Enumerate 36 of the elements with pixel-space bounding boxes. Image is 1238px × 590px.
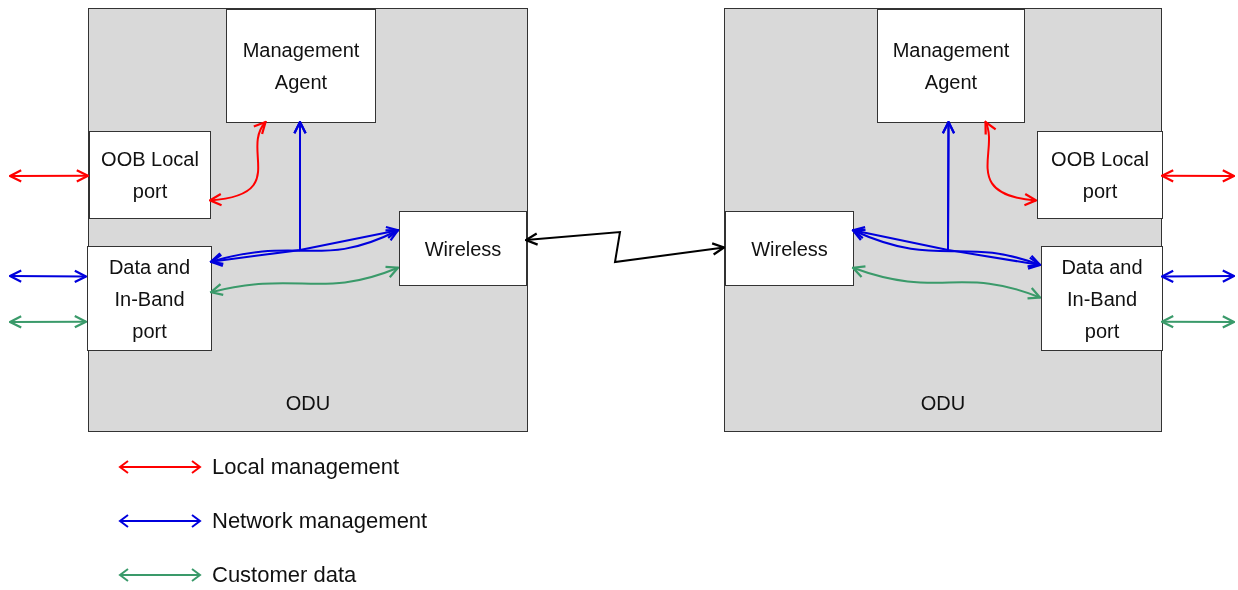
component-box — [399, 211, 527, 286]
component-label: Wireless — [751, 236, 828, 262]
component-box — [1037, 131, 1163, 219]
device-label: ODU — [285, 391, 331, 416]
component-box — [877, 9, 1025, 123]
arrow — [8, 315, 88, 329]
arrow — [524, 230, 726, 264]
device-panel — [724, 8, 1162, 432]
component-label: Wireless — [424, 236, 502, 262]
component-box — [89, 131, 211, 219]
device-panel — [88, 8, 528, 432]
component-box — [1041, 246, 1163, 351]
component-box — [87, 246, 212, 351]
arrow — [1160, 315, 1236, 329]
arrow — [8, 269, 88, 284]
arrow — [1160, 169, 1236, 183]
arrow — [1160, 269, 1236, 284]
component-label: OOB Local port — [1050, 147, 1150, 204]
arrow — [209, 265, 400, 297]
component-box — [226, 9, 376, 123]
arrow — [293, 120, 400, 252]
arrow — [8, 169, 90, 183]
component-label: OOB Local port — [100, 147, 200, 204]
legend-label: Customer data — [212, 562, 357, 588]
legend-label: Network management — [212, 508, 428, 534]
arrow — [851, 264, 1042, 301]
legend-label: Local management — [212, 454, 400, 480]
arrow — [941, 120, 1042, 270]
component-label: Management Agent — [241, 38, 361, 95]
device-label: ODU — [920, 391, 966, 416]
component-box — [725, 211, 854, 286]
component-label: Data and In-Band port — [1060, 254, 1144, 344]
component-label: Data and In-Band port — [107, 254, 192, 344]
arrow — [982, 120, 1038, 206]
component-label: Management Agent — [891, 38, 1011, 95]
arrow — [208, 120, 267, 206]
